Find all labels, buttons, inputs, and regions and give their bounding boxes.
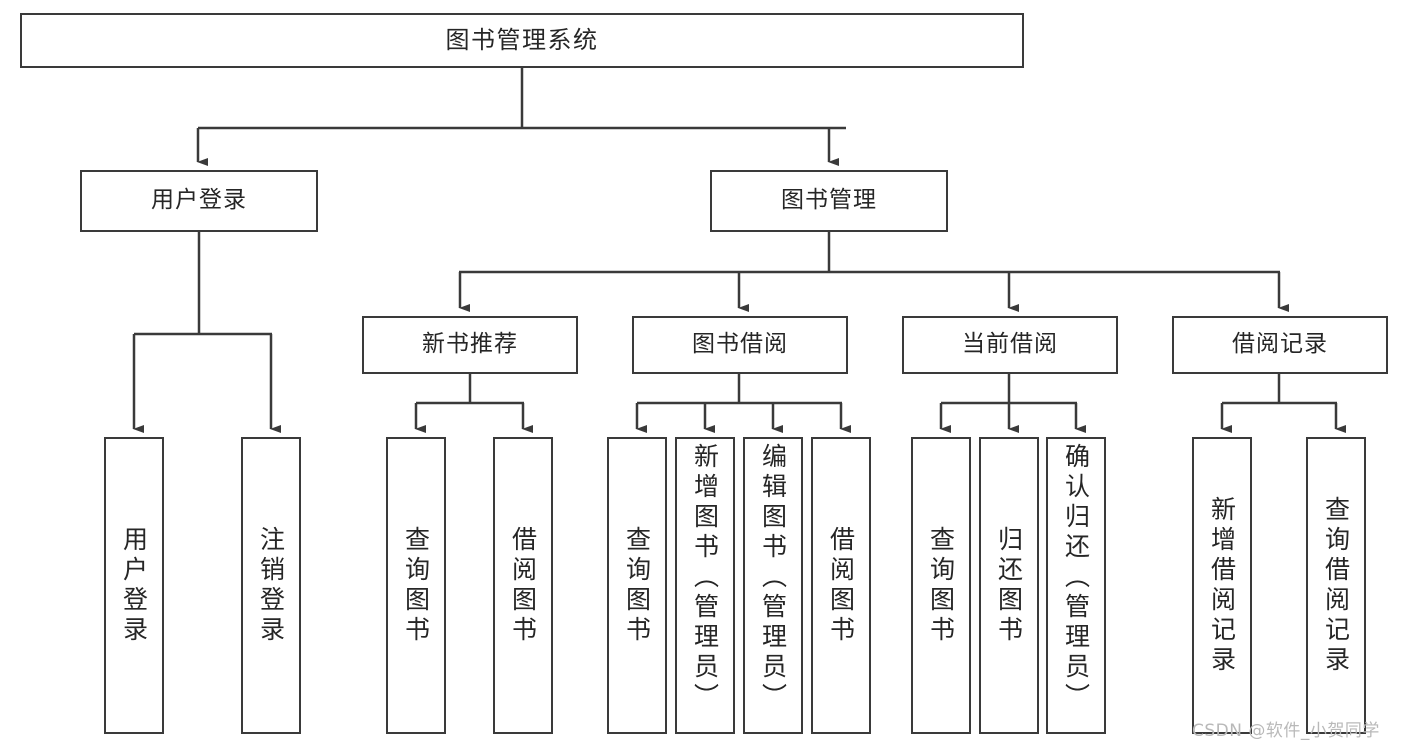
leaf-confirm-return-admin[interactable]: 确认归还（管理员） <box>1046 437 1106 734</box>
node-label: 归还图书 <box>994 525 1024 646</box>
leaf-query-book-current[interactable]: 查询图书 <box>911 437 971 734</box>
node-label: 新书推荐 <box>422 331 518 358</box>
node-label: 新增图书（管理员） <box>690 443 720 713</box>
node-label: 用户登录 <box>151 187 247 214</box>
node-borrow-record[interactable]: 借阅记录 <box>1172 316 1388 374</box>
leaf-query-borrow-record[interactable]: 查询借阅记录 <box>1306 437 1366 734</box>
node-book-management[interactable]: 图书管理 <box>710 170 948 232</box>
node-label: 注销登录 <box>256 525 286 646</box>
leaf-add-borrow-record[interactable]: 新增借阅记录 <box>1192 437 1252 734</box>
node-label: 图书管理 <box>781 187 877 214</box>
leaf-user-login[interactable]: 用户登录 <box>104 437 164 734</box>
node-label: 当前借阅 <box>962 331 1058 358</box>
node-root-system[interactable]: 图书管理系统 <box>20 13 1024 68</box>
leaf-edit-book-admin[interactable]: 编辑图书（管理员） <box>743 437 803 734</box>
node-label: 查询图书 <box>926 525 956 646</box>
node-label: 用户登录 <box>119 525 149 646</box>
node-label: 图书管理系统 <box>445 26 599 55</box>
leaf-add-book-admin[interactable]: 新增图书（管理员） <box>675 437 735 734</box>
node-new-book-recommend[interactable]: 新书推荐 <box>362 316 578 374</box>
node-label: 新增借阅记录 <box>1207 495 1237 676</box>
leaf-logout[interactable]: 注销登录 <box>241 437 301 734</box>
node-label: 查询图书 <box>622 525 652 646</box>
leaf-borrow-book[interactable]: 借阅图书 <box>811 437 871 734</box>
watermark-text: CSDN @软件_小贺同学 <box>1192 721 1380 741</box>
node-current-borrow[interactable]: 当前借阅 <box>902 316 1118 374</box>
leaf-borrow-book-newbook[interactable]: 借阅图书 <box>493 437 553 734</box>
leaf-return-book[interactable]: 归还图书 <box>979 437 1039 734</box>
node-user-login[interactable]: 用户登录 <box>80 170 318 232</box>
node-label: 借阅图书 <box>508 525 538 646</box>
node-label: 查询图书 <box>401 525 431 646</box>
node-book-borrow[interactable]: 图书借阅 <box>632 316 848 374</box>
node-label: 编辑图书（管理员） <box>758 443 788 713</box>
node-label: 确认归还（管理员） <box>1061 443 1091 713</box>
node-label: 借阅记录 <box>1232 331 1328 358</box>
leaf-query-book-borrow[interactable]: 查询图书 <box>607 437 667 734</box>
node-label: 图书借阅 <box>692 331 788 358</box>
leaf-query-book-newbook[interactable]: 查询图书 <box>386 437 446 734</box>
node-label: 查询借阅记录 <box>1321 495 1351 676</box>
node-label: 借阅图书 <box>826 525 856 646</box>
